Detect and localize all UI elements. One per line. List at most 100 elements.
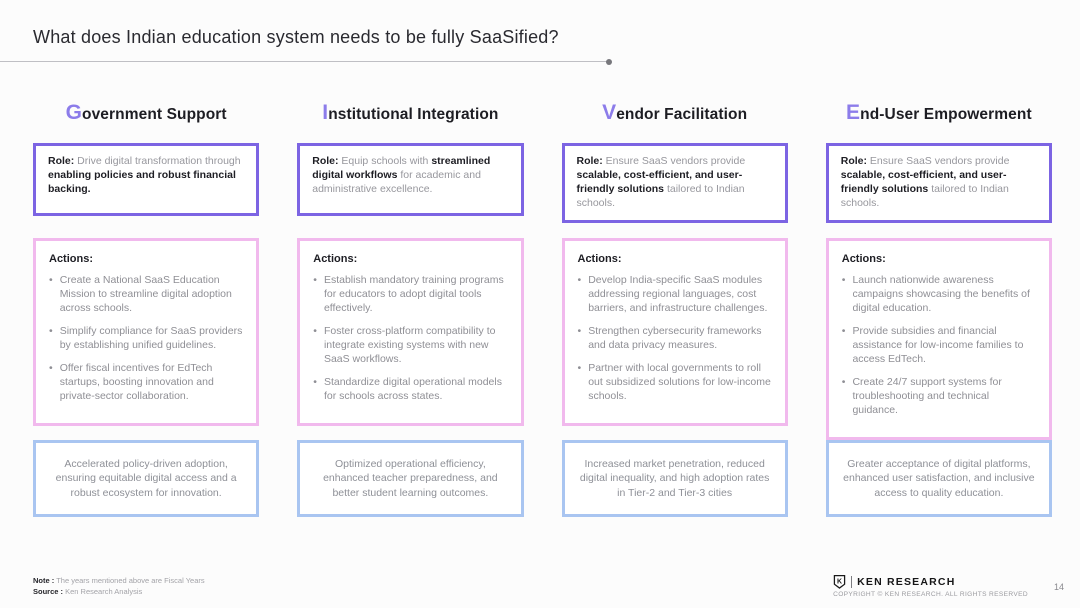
role-lead: Equip schools with <box>341 155 429 167</box>
page-title: What does Indian education system needs … <box>33 27 559 47</box>
action-item: • Establish mandatory training programs f… <box>313 274 507 316</box>
role-bold: scalable, cost-efficient, and user-frien… <box>840 168 1007 195</box>
role-box-end-user: Role: Ensure SaaS vendors provide scalab… <box>825 143 1052 223</box>
heading-initial: I <box>322 101 329 124</box>
outcome-box-institutional: Optimized operational efficiency, enhanc… <box>297 440 524 517</box>
action-item: • Offer fiscal incentives for EdTech star… <box>49 362 243 404</box>
ken-research-shield-icon: K <box>833 575 846 589</box>
action-text: Provide subsidies and financial assistan… <box>852 324 1024 365</box>
svg-text:K: K <box>837 579 842 586</box>
actions-box-vendor: Actions: • Develop India-specific SaaS mo… <box>561 238 788 426</box>
role-label: Role: <box>312 155 339 167</box>
bullet-icon: • <box>313 274 317 286</box>
role-row: Role: Drive digital transformation throu… <box>33 143 1052 238</box>
action-text: Strengthen cybersecurity frameworks and … <box>588 324 762 351</box>
bullet-icon: • <box>313 324 317 337</box>
column-heading-government-support: Government Support <box>33 101 259 125</box>
brand-row: K KEN RESEARCH <box>833 575 1028 589</box>
bullet-icon: • <box>841 274 846 286</box>
bullet-icon: • <box>841 324 846 337</box>
heading-initial: V <box>602 101 617 124</box>
actions-list: • Create a National SaaS Education Missio… <box>49 274 243 404</box>
heading-rest: endor Facilitation <box>616 106 748 123</box>
action-text: Foster cross-platform compatibility to i… <box>323 324 496 365</box>
title-divider <box>0 59 612 65</box>
action-item: • Strengthen cybersecurity frameworks and… <box>578 325 772 353</box>
headings-row: Government Support Institutional Integra… <box>33 101 1052 143</box>
action-item: • Create 24/7 support systems for trouble… <box>842 376 1036 418</box>
role-bold: enabling policies and robust financial b… <box>48 168 236 195</box>
action-item: • Develop India-specific SaaS modules add… <box>578 274 772 316</box>
brand-block: K KEN RESEARCH COPYRIGHT © KEN RESEARCH.… <box>833 575 1028 598</box>
heading-rest: nd-User Empowerment <box>860 106 1032 123</box>
source-line: Source : Ken Research Analysis <box>33 587 205 598</box>
footer-right: K KEN RESEARCH COPYRIGHT © KEN RESEARCH.… <box>833 575 1064 598</box>
role-box-government: Role: Drive digital transformation throu… <box>33 143 260 216</box>
brand-name: KEN RESEARCH <box>857 576 956 588</box>
heading-rest: nstitutional Integration <box>328 106 499 123</box>
action-item: • Launch nationwide awareness campaigns s… <box>842 274 1036 316</box>
footer: Note : The years mentioned above are Fis… <box>33 575 1064 598</box>
actions-label: Actions: <box>577 253 622 265</box>
role-bold: streamlined digital workflows <box>312 155 491 181</box>
actions-list: • Develop India-specific SaaS modules add… <box>578 274 772 404</box>
action-text: Create 24/7 support systems for troubles… <box>852 375 1002 416</box>
brand-separator <box>851 576 853 588</box>
heading-initial: E <box>846 101 861 124</box>
actions-box-government: Actions: • Create a National SaaS Educati… <box>33 238 260 426</box>
source-label: Source : <box>33 587 64 597</box>
bullet-icon: • <box>49 274 53 286</box>
divider-dot <box>606 59 612 65</box>
role-tail: for academic and administrative excellen… <box>312 168 481 195</box>
action-text: Standardize digital operational models f… <box>323 375 502 402</box>
action-item: • Simplify compliance for SaaS providers … <box>49 325 243 353</box>
bullet-icon: • <box>313 375 317 388</box>
footnotes: Note : The years mentioned above are Fis… <box>33 576 205 598</box>
actions-list: • Launch nationwide awareness campaigns s… <box>842 274 1036 418</box>
actions-list: • Establish mandatory training programs f… <box>313 274 507 404</box>
note-label: Note : <box>33 576 55 586</box>
action-text: Establish mandatory training programs fo… <box>323 274 504 314</box>
role-label: Role: <box>48 155 75 167</box>
bullet-icon: • <box>577 324 582 337</box>
bullet-icon: • <box>577 361 582 374</box>
page-number: 14 <box>1053 581 1064 592</box>
content-grid: Government Support Institutional Integra… <box>33 101 1052 517</box>
action-text: Partner with local governments to roll o… <box>588 361 771 402</box>
bullet-icon: • <box>49 361 53 374</box>
action-item: • Provide subsidies and financial assista… <box>842 325 1036 367</box>
copyright-text: COPYRIGHT © KEN RESEARCH. ALL RIGHTS RES… <box>833 591 1028 598</box>
action-text: Launch nationwide awareness campaigns sh… <box>852 274 1030 314</box>
note-text: The years mentioned above are Fiscal Yea… <box>56 576 205 586</box>
actions-label: Actions: <box>49 253 93 265</box>
bullet-icon: • <box>49 324 53 337</box>
action-item: • Standardize digital operational models … <box>313 376 507 404</box>
actions-label: Actions: <box>313 253 358 265</box>
source-text: Ken Research Analysis <box>65 587 143 597</box>
actions-label: Actions: <box>841 253 886 265</box>
heading-initial: G <box>65 101 83 124</box>
role-lead: Ensure SaaS vendors provide <box>605 155 746 167</box>
actions-box-institutional: Actions: • Establish mandatory training p… <box>297 238 524 426</box>
heading-rest: overnment Support <box>82 106 227 123</box>
action-text: Develop India-specific SaaS modules addr… <box>588 274 768 314</box>
role-label: Role: <box>576 155 603 167</box>
column-heading-vendor-facilitation: Vendor Facilitation <box>562 101 788 125</box>
action-text: Simplify compliance for SaaS providers b… <box>59 324 243 351</box>
role-tail: tailored to Indian schools. <box>840 182 1009 209</box>
action-text: Offer fiscal incentives for EdTech start… <box>59 361 214 402</box>
column-heading-end-user-empowerment: End-User Empowerment <box>826 101 1052 125</box>
outcome-box-vendor: Increased market penetration, reduced di… <box>561 440 788 517</box>
role-box-vendor: Role: Ensure SaaS vendors provide scalab… <box>561 143 788 223</box>
bullet-icon: • <box>841 375 846 388</box>
role-tail: tailored to Indian schools. <box>576 182 745 209</box>
outcome-box-end-user: Greater acceptance of digital platforms,… <box>825 440 1052 517</box>
role-label: Role: <box>840 155 867 167</box>
role-lead: Drive digital transformation through <box>77 155 241 167</box>
actions-row: Actions: • Create a National SaaS Educati… <box>33 238 1052 440</box>
action-text: Create a National SaaS Education Mission… <box>59 274 232 314</box>
bullet-icon: • <box>577 274 582 286</box>
action-item: • Partner with local governments to roll … <box>578 362 772 404</box>
actions-box-end-user: Actions: • Launch nationwide awareness ca… <box>825 238 1052 440</box>
